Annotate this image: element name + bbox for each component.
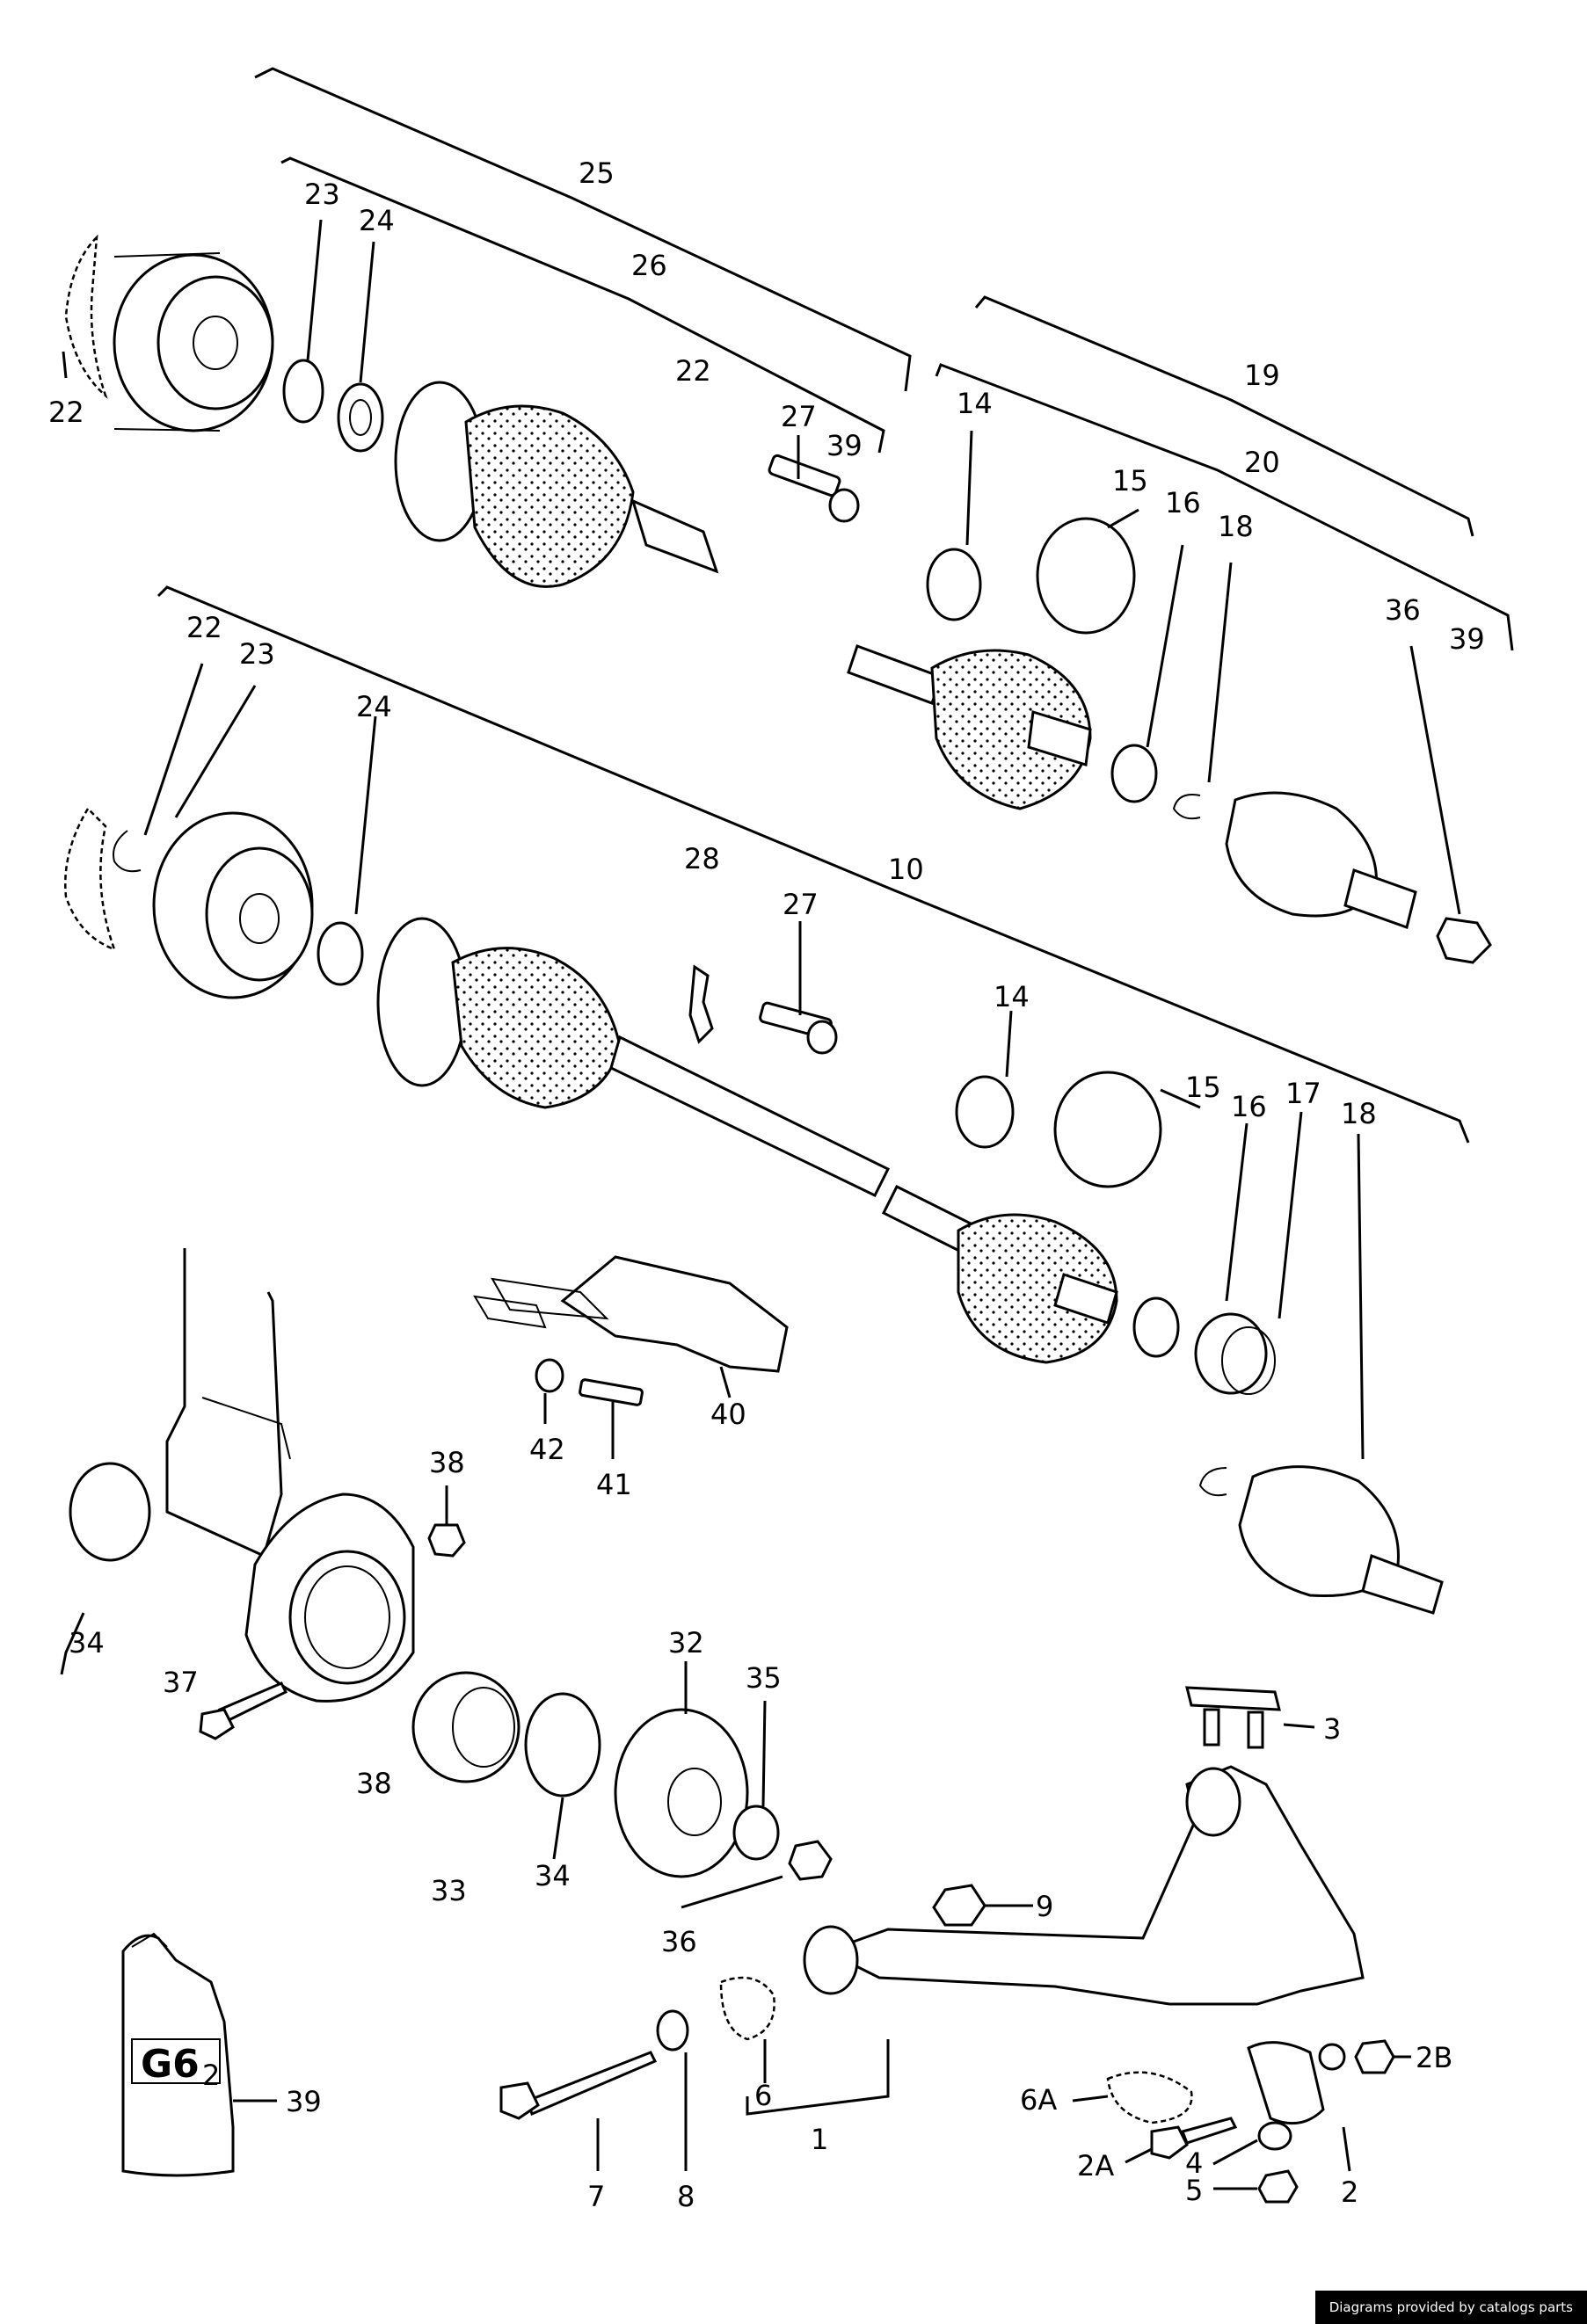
outer-joint-assembly <box>847 295 1514 964</box>
callout-42: 42 <box>529 1433 565 1466</box>
callout-18: 18 <box>1218 510 1254 543</box>
callout-41: 41 <box>596 1468 632 1501</box>
callout-10: 10 <box>888 853 924 886</box>
drive-shaft-upper-assembly <box>64 67 912 588</box>
callout-27: 27 <box>781 400 817 433</box>
callout-35: 35 <box>746 1661 782 1695</box>
callout-40: 40 <box>710 1398 746 1431</box>
tube-label-sub: 2 <box>202 2059 220 2092</box>
callout-6: 6 <box>754 2079 772 2112</box>
callout-15: 15 <box>1112 464 1148 497</box>
callout-2B: 2B <box>1416 2041 1452 2074</box>
callout-27: 27 <box>783 888 819 921</box>
tube-label: G6 <box>141 2042 200 2087</box>
callout-22: 22 <box>48 396 84 429</box>
callout-24: 24 <box>356 690 392 723</box>
callout-39: 39 <box>286 2085 322 2118</box>
callout-18: 18 <box>1341 1097 1377 1130</box>
callout-34: 34 <box>535 1859 571 1892</box>
callout-8: 8 <box>677 2180 695 2213</box>
callout-16: 16 <box>1231 1090 1267 1123</box>
callout-16: 16 <box>1165 486 1201 519</box>
callout-26: 26 <box>631 249 667 282</box>
grease-tube: G6 2 <box>121 1932 235 2177</box>
leader-lines <box>60 219 1461 2190</box>
callout-37: 37 <box>163 1666 199 1699</box>
callout-labels: 25 26 23 24 22 22 27 39 19 14 15 16 18 2… <box>48 156 1485 2213</box>
callout-23: 23 <box>239 637 275 671</box>
callout-17: 17 <box>1285 1077 1321 1110</box>
callout-6A: 6A <box>1020 2083 1057 2117</box>
callout-14: 14 <box>957 387 993 420</box>
callout-15: 15 <box>1185 1071 1221 1104</box>
callout-3: 3 <box>1323 1712 1341 1746</box>
callout-38: 38 <box>356 1767 392 1800</box>
callout-39: 39 <box>826 429 863 462</box>
callout-1: 1 <box>811 2123 828 2156</box>
callout-14: 14 <box>994 980 1030 1013</box>
callout-9: 9 <box>1036 1890 1053 1923</box>
callout-7: 7 <box>587 2180 605 2213</box>
callout-2: 2 <box>1341 2175 1358 2209</box>
callout-2A: 2A <box>1077 2149 1114 2182</box>
drive-shaft-main-assembly <box>64 585 1470 1615</box>
control-arm-assembly <box>499 1686 1395 2204</box>
callout-36: 36 <box>661 1925 697 1958</box>
callout-25: 25 <box>579 156 615 190</box>
callout-22: 22 <box>186 611 222 644</box>
callout-38: 38 <box>429 1446 465 1479</box>
callout-36: 36 <box>1385 593 1421 627</box>
callout-32: 32 <box>668 1626 704 1659</box>
callout-4: 4 <box>1185 2146 1203 2180</box>
callout-33: 33 <box>431 1874 467 1907</box>
callout-23: 23 <box>304 178 340 211</box>
callout-22: 22 <box>675 354 711 388</box>
callout-20: 20 <box>1244 446 1280 479</box>
strut-and-hub-assembly <box>69 1248 833 1881</box>
callout-28: 28 <box>684 842 720 875</box>
callout-19: 19 <box>1244 359 1280 392</box>
callout-5: 5 <box>1185 2174 1203 2207</box>
callout-24: 24 <box>359 204 395 237</box>
callout-39: 39 <box>1449 622 1485 656</box>
callout-34: 34 <box>69 1626 105 1659</box>
credit-label: Diagrams provided by catalogs parts <box>1314 2291 1587 2324</box>
